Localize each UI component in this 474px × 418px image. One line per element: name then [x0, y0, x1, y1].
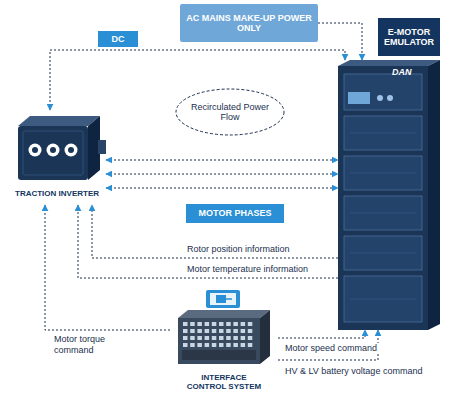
signal-label: Rotor position information [185, 244, 292, 255]
emulator-cabinet [338, 60, 440, 330]
node-label: INTERFACE CONTROL SYSTEM [184, 370, 264, 394]
dashed-connector [78, 205, 338, 278]
node-label: TRACTION INVERTER [8, 186, 106, 202]
interface-system-node: INTERFACE CONTROL SYSTEM [170, 288, 278, 398]
emulator-cabinet-node: E-MOTOR EMULATOR [338, 60, 440, 330]
power-source-box: AC MAINS MAKE-UP POWER ONLY [180, 4, 318, 42]
inverter-drawing [18, 116, 106, 180]
node-label: Recirculated Power Flow [176, 89, 284, 135]
phase-band: MOTOR PHASES [186, 204, 284, 223]
traction-inverter-node: TRACTION INVERTER [8, 110, 106, 205]
dashed-connector [106, 160, 338, 161]
signal-label: HV & LV battery voltage command [283, 366, 424, 377]
dashed-connector [92, 205, 338, 258]
node-label: MOTOR PHASES [186, 204, 284, 223]
node-label: E-MOTOR EMULATOR [378, 18, 440, 56]
dashed-connector [106, 174, 338, 175]
power-flow-ellipse-node: Recirculated Power Flow [176, 89, 284, 135]
signal-label: Motor torque command [52, 334, 128, 356]
interface-drawing [178, 290, 270, 364]
signal-label: Motor temperature information [185, 264, 310, 275]
dc-tag: DC [98, 31, 138, 47]
dashed-connector [45, 205, 170, 330]
node-label: AC MAINS MAKE-UP POWER ONLY [180, 4, 318, 42]
logo-text: DAN [392, 67, 412, 77]
dashed-connector [278, 330, 365, 338]
dashed-connector [50, 50, 345, 110]
signal-label: Motor speed command [283, 343, 379, 354]
dashed-connector [318, 23, 362, 60]
power-flow-ellipse [176, 89, 284, 135]
dashed-connector [106, 188, 338, 189]
